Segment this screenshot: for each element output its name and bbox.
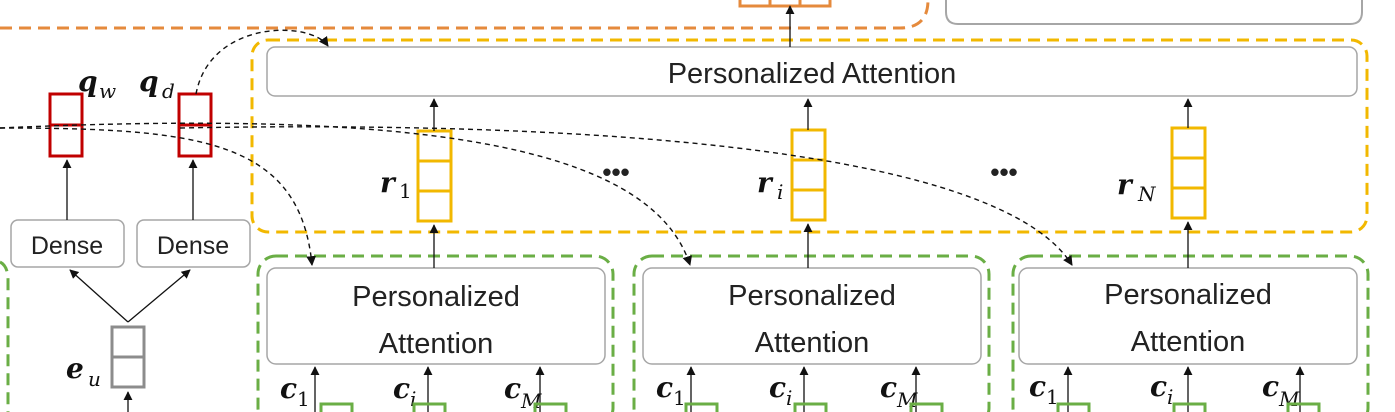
svg-text:1: 1 [297, 387, 310, 411]
rn-vector [1170, 126, 1207, 220]
svg-text:i: i [786, 386, 792, 410]
qd-label: q d [139, 65, 175, 103]
bottom-attention-box-2 [642, 267, 982, 365]
bottom-attention-box-1 [266, 267, 606, 365]
c-vectors-tops [319, 402, 1321, 412]
green-container-3 [1011, 254, 1370, 412]
svg-text:r: r [1117, 168, 1134, 201]
r1-label: r 1 [380, 166, 412, 203]
svg-text:1: 1 [399, 179, 412, 203]
bottom-attention-2-line2: Attention [755, 327, 869, 359]
ri-vector [790, 128, 827, 222]
qw-label: q w [78, 65, 116, 103]
ellipsis-2: ••• [990, 157, 1017, 187]
svg-text:r: r [380, 166, 397, 199]
svg-text:i: i [777, 180, 783, 204]
c-labels-group-3: c 1 c i c M [1029, 370, 1300, 411]
svg-text:u: u [88, 367, 101, 391]
svg-text:c: c [769, 371, 786, 404]
bottom-attention-3-line1: Personalized [1104, 279, 1272, 311]
svg-text:c: c [1262, 370, 1279, 403]
bottom-attention-3-line2: Attention [1131, 326, 1245, 358]
ri-label: r i [757, 166, 783, 204]
svg-text:r: r [757, 166, 774, 199]
rn-label: r N [1117, 168, 1157, 206]
svg-text:e: e [66, 352, 84, 385]
eu-vector [110, 325, 146, 389]
svg-text:q: q [139, 65, 159, 98]
svg-text:q: q [78, 65, 98, 98]
ellipsis-1: ••• [602, 157, 629, 187]
eu-to-dense-right-arrow [127, 269, 191, 323]
qd-vector [177, 92, 213, 158]
c-labels-group-1: c 1 c i c M [280, 372, 542, 412]
eu-label: e u [66, 352, 101, 391]
svg-text:M: M [896, 388, 918, 412]
svg-text:c: c [1029, 370, 1046, 403]
svg-text:c: c [656, 371, 673, 404]
svg-text:i: i [1167, 385, 1173, 409]
svg-text:d: d [162, 79, 175, 103]
dense-label-left: Dense [31, 232, 103, 260]
svg-text:N: N [1137, 182, 1157, 206]
svg-text:i: i [410, 387, 416, 411]
top-right-box [945, 0, 1363, 25]
svg-text:w: w [99, 79, 116, 103]
left-green-container [0, 260, 10, 412]
dense-label-right: Dense [157, 232, 229, 260]
bottom-attention-1-line1: Personalized [352, 281, 520, 313]
svg-text:c: c [1150, 370, 1167, 403]
svg-text:M: M [520, 389, 542, 412]
svg-text:c: c [504, 372, 521, 405]
green-container-2 [632, 254, 991, 412]
top-output-vector [738, 0, 832, 8]
svg-text:1: 1 [673, 386, 686, 410]
svg-text:c: c [280, 372, 297, 405]
svg-text:c: c [880, 371, 897, 404]
bottom-attention-2-line1: Personalized [728, 280, 896, 312]
eu-to-dense-left-arrow [69, 269, 129, 323]
c-labels-group-2: c 1 c i c M [656, 371, 918, 412]
top-attention-box [266, 46, 1358, 97]
r1-vector [416, 129, 453, 223]
orange-container-border [0, 0, 930, 30]
query-flow-dashed-arrows [0, 29, 1073, 266]
bottom-attention-1-line2: Attention [379, 328, 493, 360]
green-container-1 [256, 254, 615, 412]
svg-text:c: c [393, 372, 410, 405]
top-attention-label: Personalized Attention [668, 58, 957, 90]
svg-text:1: 1 [1046, 385, 1059, 409]
